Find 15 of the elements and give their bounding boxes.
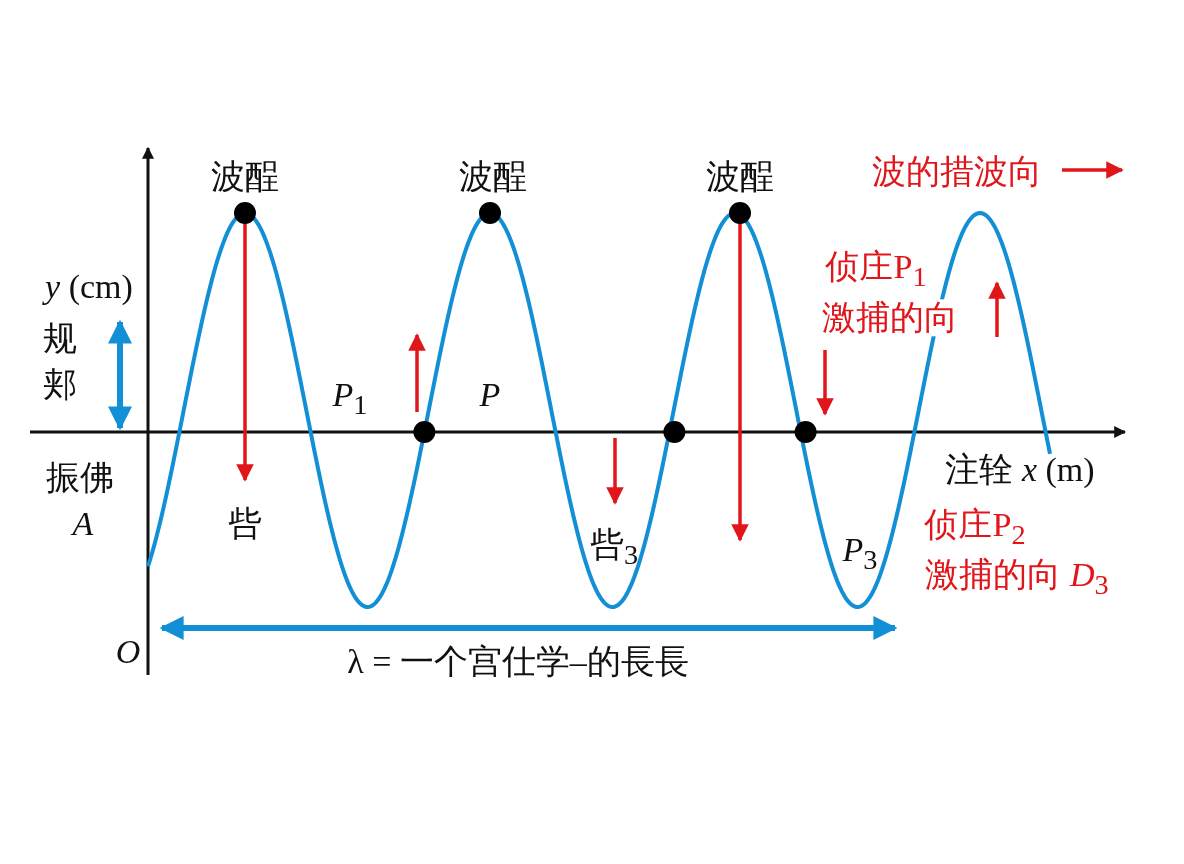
peak-label: 波酲 [706, 158, 774, 196]
point-label: P$_{1}$ [332, 376, 368, 420]
peak-label: 波酲 [459, 158, 527, 196]
trough-label: 呰$_{3}$ [589, 526, 639, 570]
point-label: P [479, 376, 501, 414]
origin-label: O [115, 633, 141, 671]
trough-label: 呰 [228, 505, 262, 543]
wavelength-label: λ = 一个宫仕学–的長長 [347, 643, 689, 681]
amplitude-label: 振佛 [46, 459, 114, 497]
amplitude-label: 规 [43, 320, 77, 358]
amplitude-label: 郏 [43, 366, 77, 404]
peak-label: 波酲 [211, 158, 279, 196]
axis-label: 注辁 x (m) [945, 451, 1095, 489]
point-label: P$_{3}$ [842, 531, 878, 575]
amplitude-label: A [72, 505, 94, 543]
